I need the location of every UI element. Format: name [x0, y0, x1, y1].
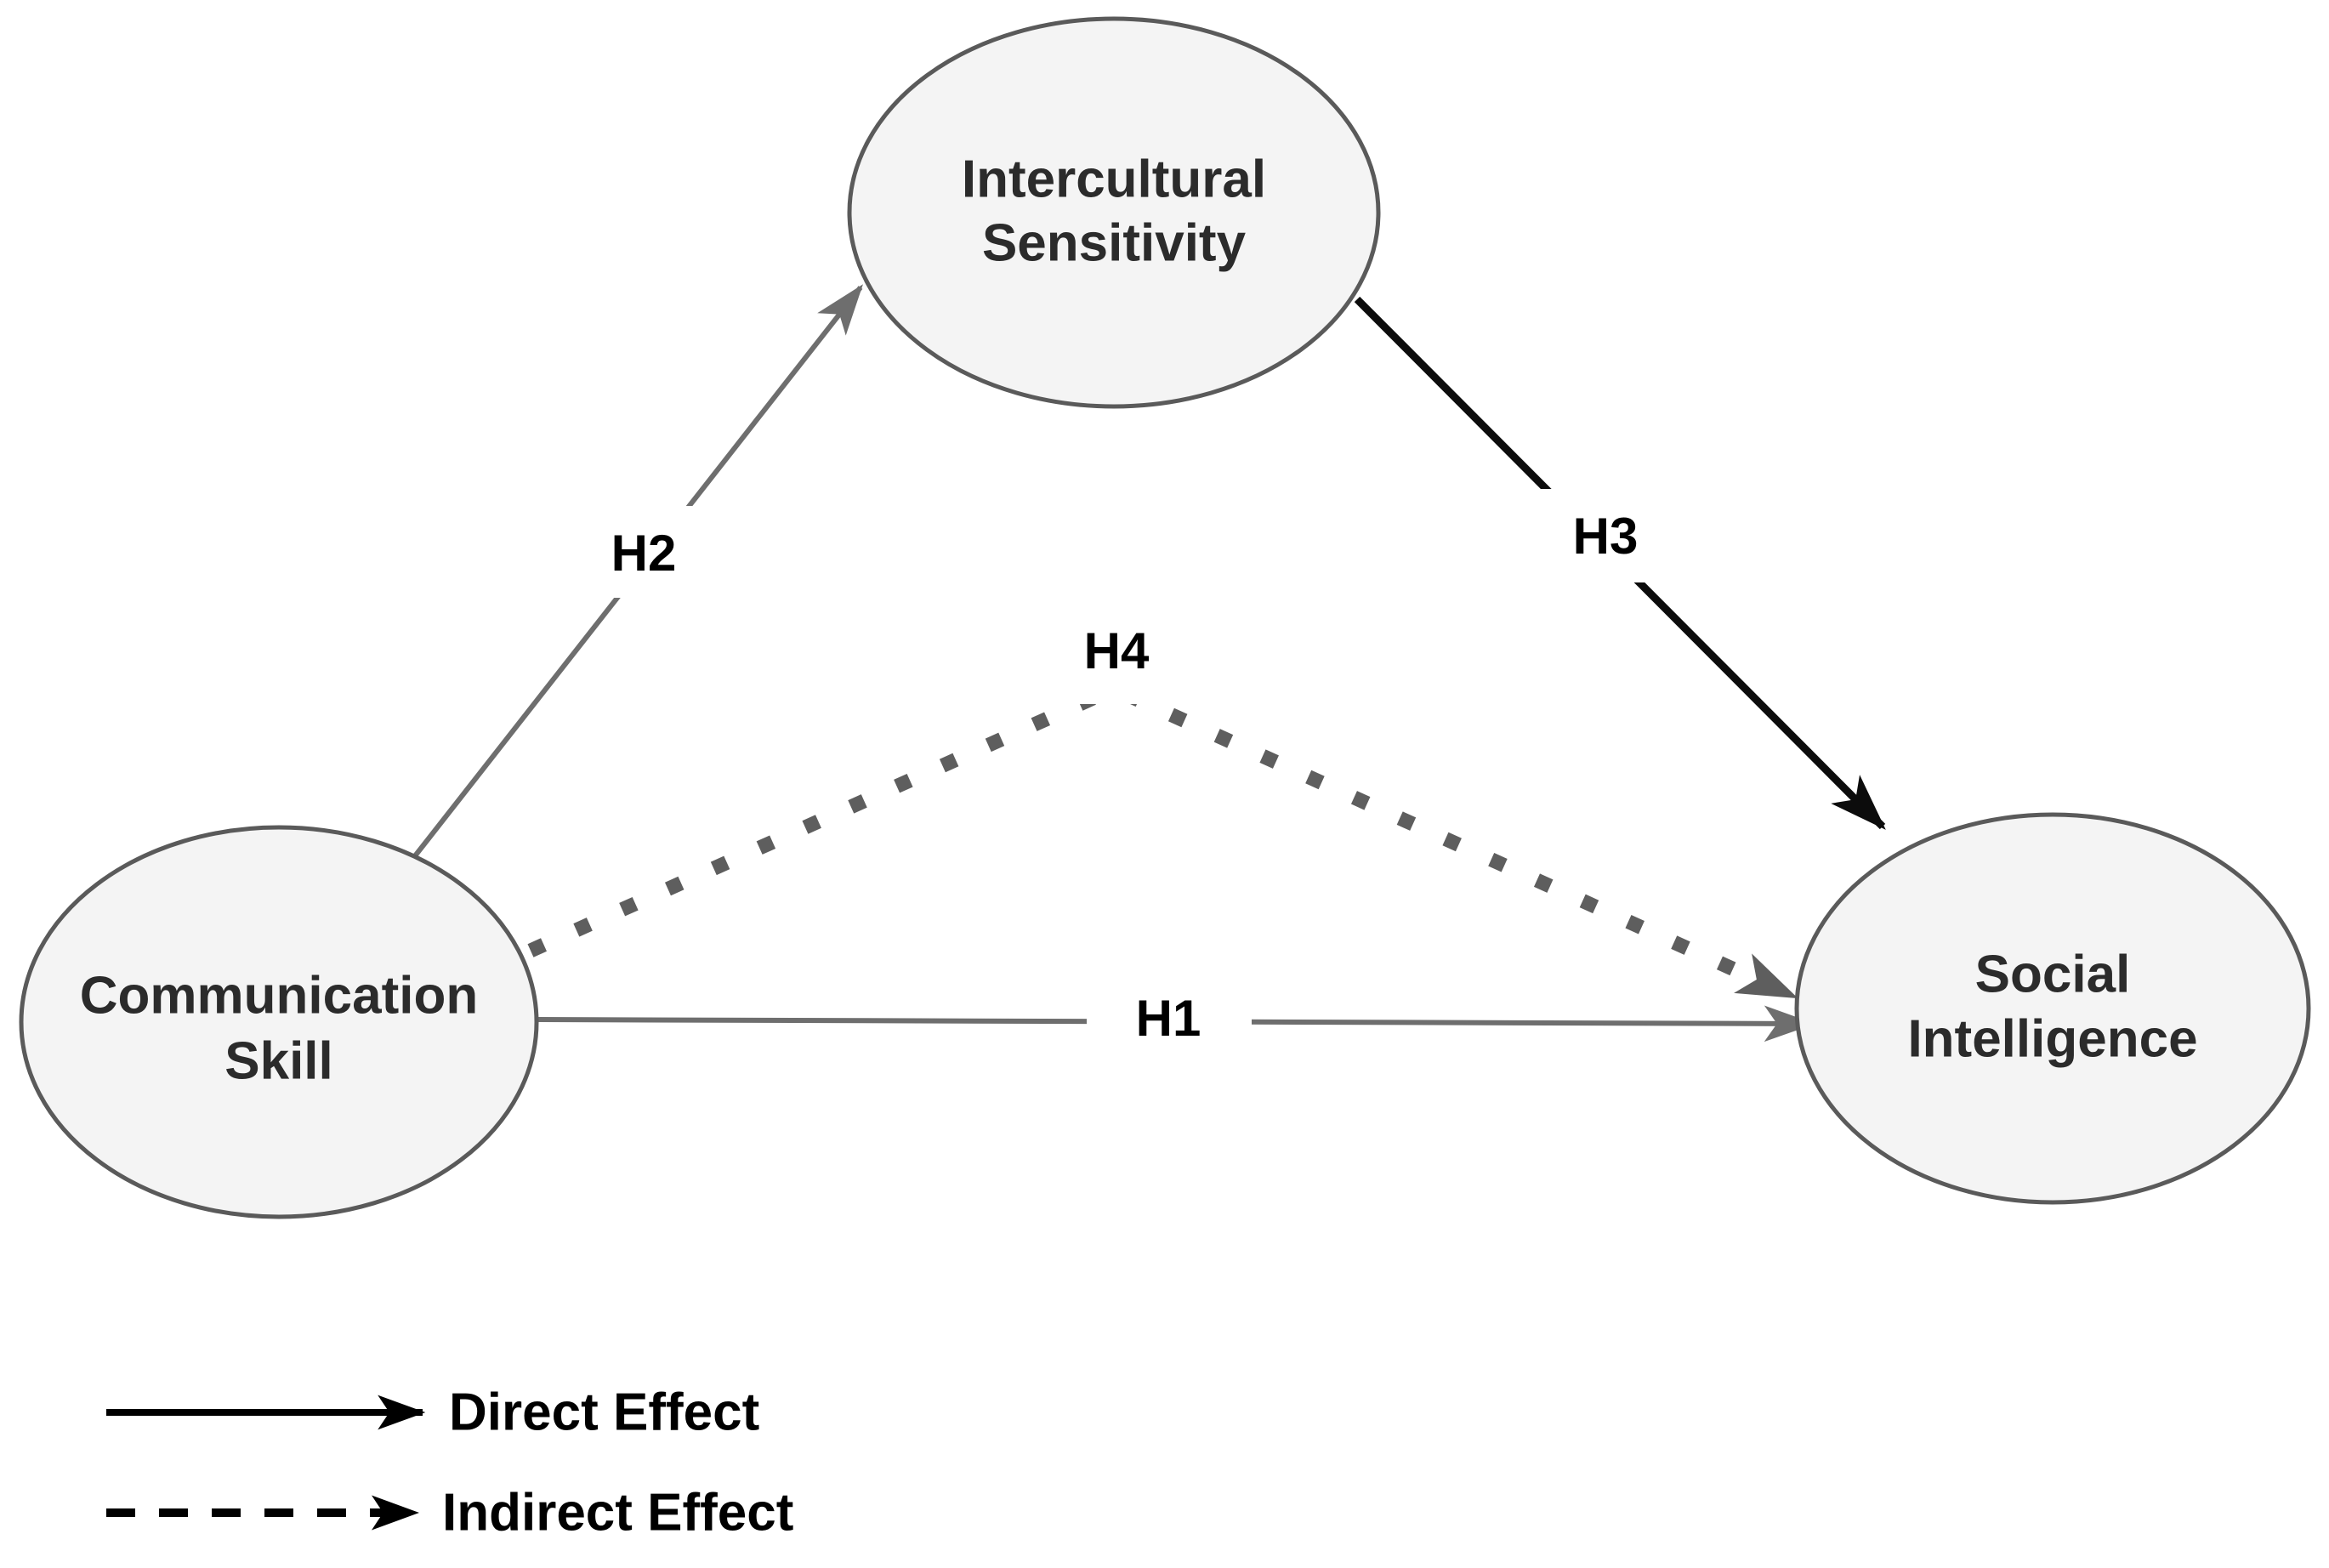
edge-h4: H4	[527, 611, 1798, 1003]
edge-h3-label: H3	[1573, 508, 1639, 565]
node-social-intelligence-label-line2: Intelligence	[1907, 1009, 2197, 1068]
node-communication-skill-shape[interactable]	[19, 825, 539, 1219]
node-social-intelligence-shape[interactable]	[1794, 812, 2311, 1205]
edge-h1-label-bg	[1087, 974, 1252, 1069]
edge-h1: H1	[535, 974, 1815, 1069]
node-intercultural-sensitivity-label-line1: Intercultural	[962, 150, 1266, 208]
node-communication-skill-label-line2: Skill	[224, 1031, 333, 1090]
edge-h2-label-bg	[565, 506, 727, 598]
node-intercultural-sensitivity-shape[interactable]	[847, 16, 1381, 409]
edge-h2-label: H2	[611, 525, 677, 582]
edge-h1-label: H1	[1136, 990, 1201, 1047]
node-social-intelligence[interactable]: Social Intelligence	[1794, 812, 2311, 1205]
edge-h3: H3	[1354, 296, 1886, 830]
legend-item-indirect-effect: Indirect Effect	[106, 1483, 793, 1542]
legend-indirect-effect-label: Indirect Effect	[442, 1483, 793, 1542]
node-communication-skill[interactable]: Communication Skill	[19, 825, 539, 1219]
node-intercultural-sensitivity-label-line2: Sensitivity	[982, 213, 1247, 272]
legend: Direct Effect Indirect Effect	[106, 1383, 793, 1542]
edge-h3-label-bg	[1522, 489, 1689, 582]
legend-direct-effect-label: Direct Effect	[449, 1383, 759, 1441]
edge-h4-label: H4	[1084, 622, 1150, 679]
edge-h4-label-bg	[1033, 611, 1200, 704]
legend-item-direct-effect: Direct Effect	[106, 1383, 759, 1441]
node-intercultural-sensitivity[interactable]: Intercultural Sensitivity	[847, 16, 1381, 409]
edge-h4-line	[527, 680, 1798, 1003]
edge-h2: H2	[408, 284, 863, 863]
node-social-intelligence-label-line1: Social	[1975, 945, 2131, 1003]
node-communication-skill-label-line1: Communication	[80, 966, 478, 1025]
